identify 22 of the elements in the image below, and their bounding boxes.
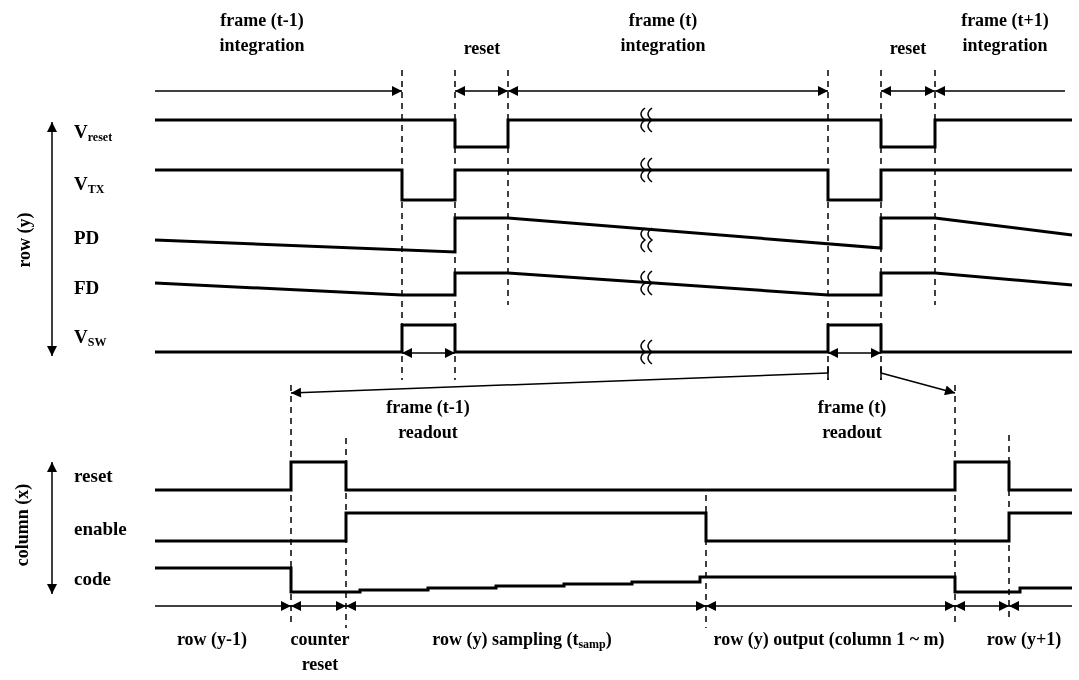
- phase-label: frame (t) integration: [619, 9, 707, 57]
- axis-label: column (x): [11, 483, 33, 567]
- signal-name: V$_{reset}$: [74, 120, 113, 144]
- signal-name: enable: [74, 517, 127, 541]
- phase-label: frame (t+1) integration: [960, 9, 1050, 57]
- phase-label: frame (t) readout: [816, 396, 888, 444]
- phase-label: frame (t-1) readout: [385, 396, 471, 444]
- phase-label: reset: [462, 37, 502, 60]
- phase-label: row (y) output (column 1 ~ m): [712, 628, 946, 651]
- phase-label: counter reset: [289, 628, 351, 676]
- signal-name: reset: [74, 464, 113, 488]
- signal-name: V$_{TX}$: [74, 172, 105, 196]
- phase-label: reset: [888, 37, 928, 60]
- phase-label: row (y+1): [985, 628, 1063, 651]
- phase-label: row (y) sampling (t$_{samp}$): [431, 628, 613, 652]
- phase-label: row (y-1): [175, 628, 249, 651]
- signal-name: code: [74, 567, 111, 591]
- phase-label: frame (t-1) integration: [218, 9, 306, 57]
- axis-label: row (y): [13, 212, 35, 268]
- signal-name: V$_{SW}$: [74, 325, 107, 349]
- signal-name: PD: [74, 226, 100, 250]
- signal-name: FD: [74, 276, 100, 300]
